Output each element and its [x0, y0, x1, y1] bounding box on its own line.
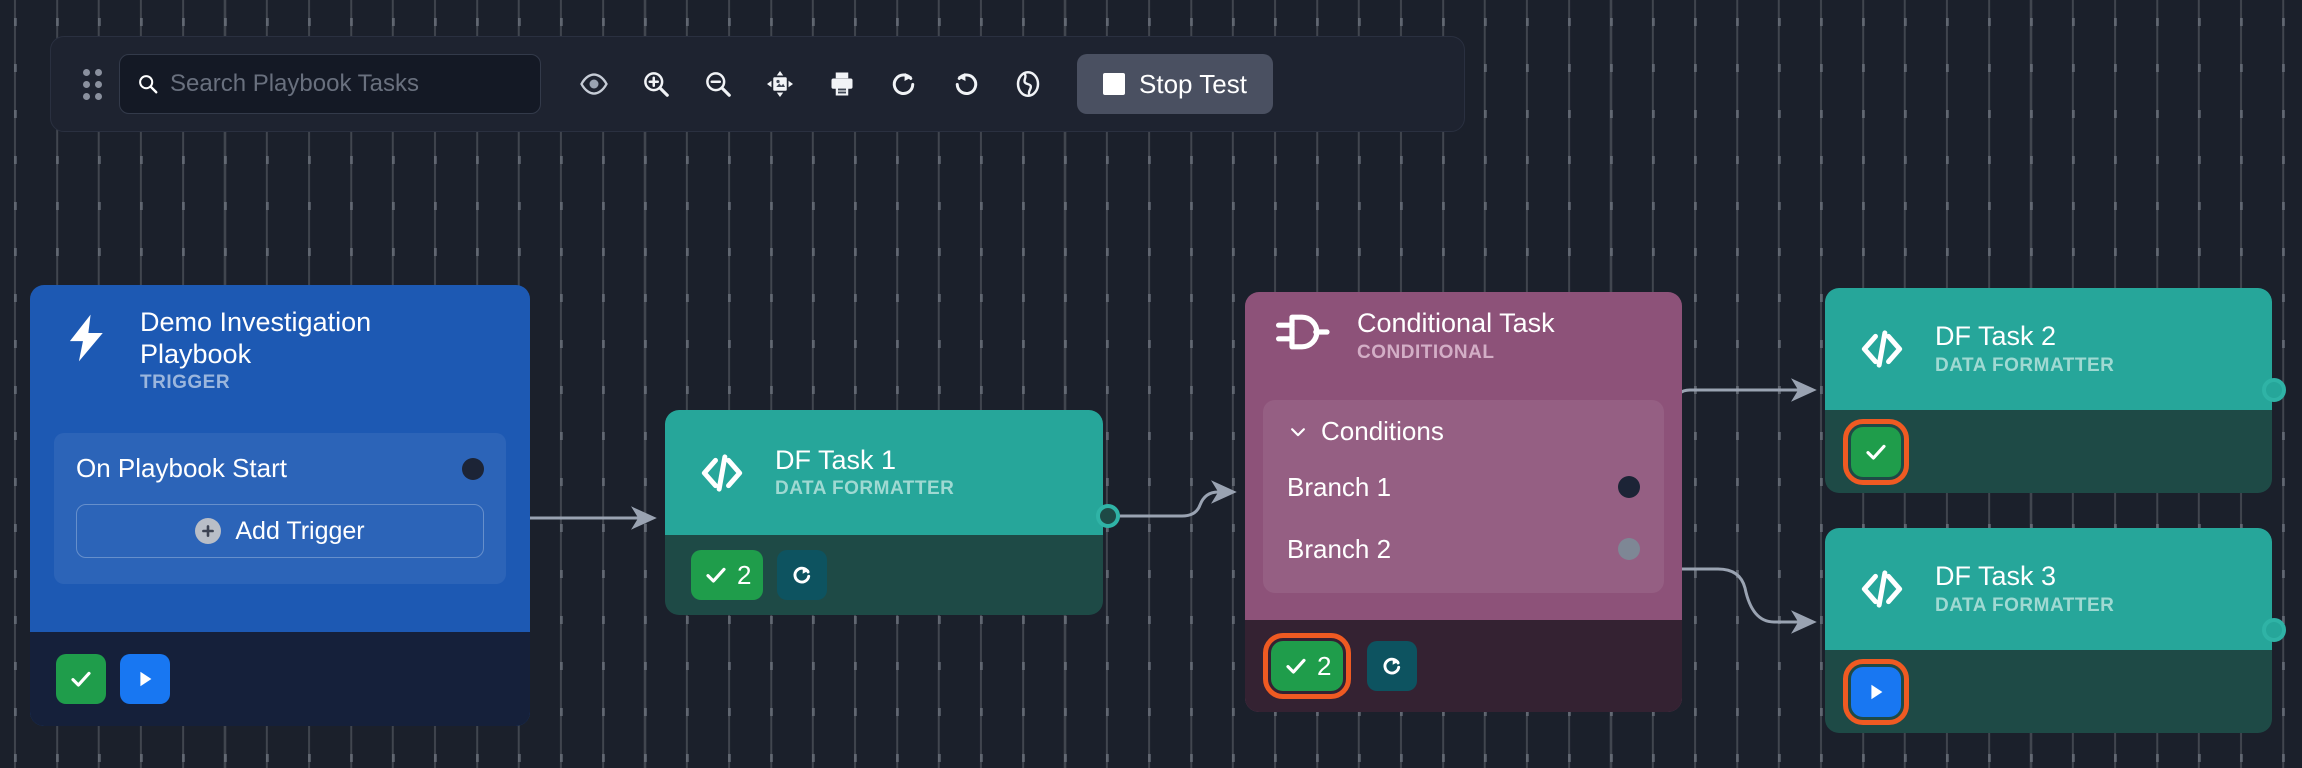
plus-icon — [195, 518, 222, 544]
undo-button[interactable] — [935, 53, 997, 115]
code-brackets-icon — [1855, 566, 1909, 612]
add-trigger-label: Add Trigger — [235, 516, 365, 545]
chevron-down-icon — [1291, 427, 1305, 436]
df3-subtitle: DATA FORMATTER — [1935, 594, 2115, 616]
conditional-footer: 2 — [1245, 620, 1682, 712]
df1-footer: 2 — [665, 535, 1103, 615]
df1-title: DF Task 1 — [775, 444, 897, 475]
preview-button[interactable] — [563, 53, 625, 115]
df2-header: DF Task 2 DATA FORMATTER — [1825, 288, 2272, 410]
check-icon — [71, 671, 91, 687]
zoom-out-button[interactable] — [687, 53, 749, 115]
search-field[interactable] — [119, 54, 541, 114]
df2-subtitle: DATA FORMATTER — [1935, 354, 2115, 376]
check-icon — [1866, 444, 1886, 460]
node-df-task-2[interactable]: DF Task 2 DATA FORMATTER — [1825, 288, 2272, 493]
conditional-title: Conditional Task — [1357, 308, 1555, 338]
stop-test-button[interactable]: Stop Test — [1077, 54, 1273, 114]
run-chip[interactable] — [120, 654, 170, 704]
trigger-output-port[interactable] — [462, 457, 484, 480]
retry-icon — [1384, 657, 1401, 675]
df1-subtitle: DATA FORMATTER — [775, 478, 955, 500]
trigger-subtitle: TRIGGER — [140, 372, 231, 394]
chip-count: 2 — [1317, 650, 1332, 681]
stop-test-label: Stop Test — [1139, 68, 1247, 99]
fit-screen-button[interactable] — [749, 53, 811, 115]
status-success-chip[interactable]: 2 — [691, 550, 764, 600]
globe-icon — [1016, 71, 1040, 97]
conditional-subtitle: CONDITIONAL — [1357, 341, 1495, 363]
df3-output-port[interactable] — [2262, 618, 2286, 642]
redo-icon — [892, 73, 915, 95]
df3-title: DF Task 3 — [1935, 561, 2057, 592]
trigger-row-label: On Playbook Start — [76, 453, 287, 483]
trigger-row[interactable]: On Playbook Start — [76, 453, 484, 484]
search-icon — [139, 75, 158, 94]
zoom-in-button[interactable] — [625, 53, 687, 115]
eye-icon — [580, 73, 608, 95]
print-icon — [831, 72, 853, 96]
df3-header: DF Task 3 DATA FORMATTER — [1825, 528, 2272, 650]
zoom-out-icon — [706, 72, 731, 97]
branch-row-1[interactable]: Branch 1 — [1263, 463, 1664, 511]
node-trigger[interactable]: Demo Investigation Playbook TRIGGER On P… — [30, 285, 530, 726]
trigger-title: Demo Investigation Playbook — [140, 307, 372, 369]
df3-footer — [1825, 650, 2272, 733]
trigger-panel: On Playbook Start Add Trigger — [54, 433, 506, 584]
check-icon — [706, 567, 726, 583]
chip-count: 2 — [737, 559, 752, 590]
drag-handle-icon[interactable] — [73, 65, 111, 103]
retry-chip[interactable] — [777, 550, 828, 600]
conditional-gate-icon — [1275, 308, 1331, 356]
trigger-header: Demo Investigation Playbook TRIGGER — [30, 285, 530, 433]
trigger-footer — [30, 632, 530, 726]
branch-1-output-port[interactable] — [1618, 476, 1640, 498]
conditional-header: Conditional Task CONDITIONAL — [1245, 292, 1682, 400]
branch-2-output-port[interactable] — [1618, 538, 1640, 560]
play-icon — [140, 671, 152, 687]
lightning-bolt-icon — [60, 307, 114, 369]
edge-df1-to-conditional — [1110, 480, 1237, 518]
branch-1-label: Branch 1 — [1287, 471, 1392, 502]
zoom-in-icon — [644, 72, 669, 97]
node-df-task-1[interactable]: DF Task 1 DATA FORMATTER 2 — [665, 410, 1103, 615]
retry-icon — [794, 566, 811, 584]
node-df-task-3[interactable]: DF Task 3 DATA FORMATTER — [1825, 528, 2272, 733]
add-trigger-button[interactable]: Add Trigger — [76, 504, 484, 558]
conditions-toggle[interactable]: Conditions — [1263, 416, 1664, 447]
df2-footer — [1825, 410, 2272, 493]
playbook-toolbar[interactable]: Stop Test — [50, 36, 1465, 132]
df1-header: DF Task 1 DATA FORMATTER — [665, 410, 1103, 535]
branch-2-label: Branch 2 — [1287, 533, 1392, 564]
search-input[interactable] — [170, 70, 540, 98]
status-success-chip[interactable] — [1843, 418, 1909, 485]
code-brackets-icon — [695, 450, 749, 496]
redo-button[interactable] — [873, 53, 935, 115]
df2-title: DF Task 2 — [1935, 321, 2057, 352]
globe-button[interactable] — [997, 53, 1059, 115]
play-icon — [1871, 684, 1883, 699]
run-chip[interactable] — [1843, 658, 1909, 725]
check-icon — [1286, 658, 1306, 674]
code-brackets-icon — [1855, 326, 1909, 372]
node-conditional-task[interactable]: Conditional Task CONDITIONAL Conditions … — [1245, 292, 1682, 712]
status-success-chip[interactable]: 2 — [1262, 633, 1352, 699]
retry-chip[interactable] — [1367, 641, 1418, 691]
print-button[interactable] — [811, 53, 873, 115]
status-success-chip[interactable] — [56, 654, 106, 704]
undo-icon — [955, 73, 978, 95]
conditions-panel: Conditions Branch 1 Branch 2 — [1263, 400, 1664, 593]
branch-row-2[interactable]: Branch 2 — [1263, 525, 1664, 573]
conditions-label: Conditions — [1321, 416, 1444, 446]
stop-square-icon — [1103, 73, 1125, 95]
df2-output-port[interactable] — [2262, 378, 2286, 402]
df1-output-port[interactable] — [1096, 504, 1120, 528]
fit-screen-icon — [767, 71, 793, 97]
